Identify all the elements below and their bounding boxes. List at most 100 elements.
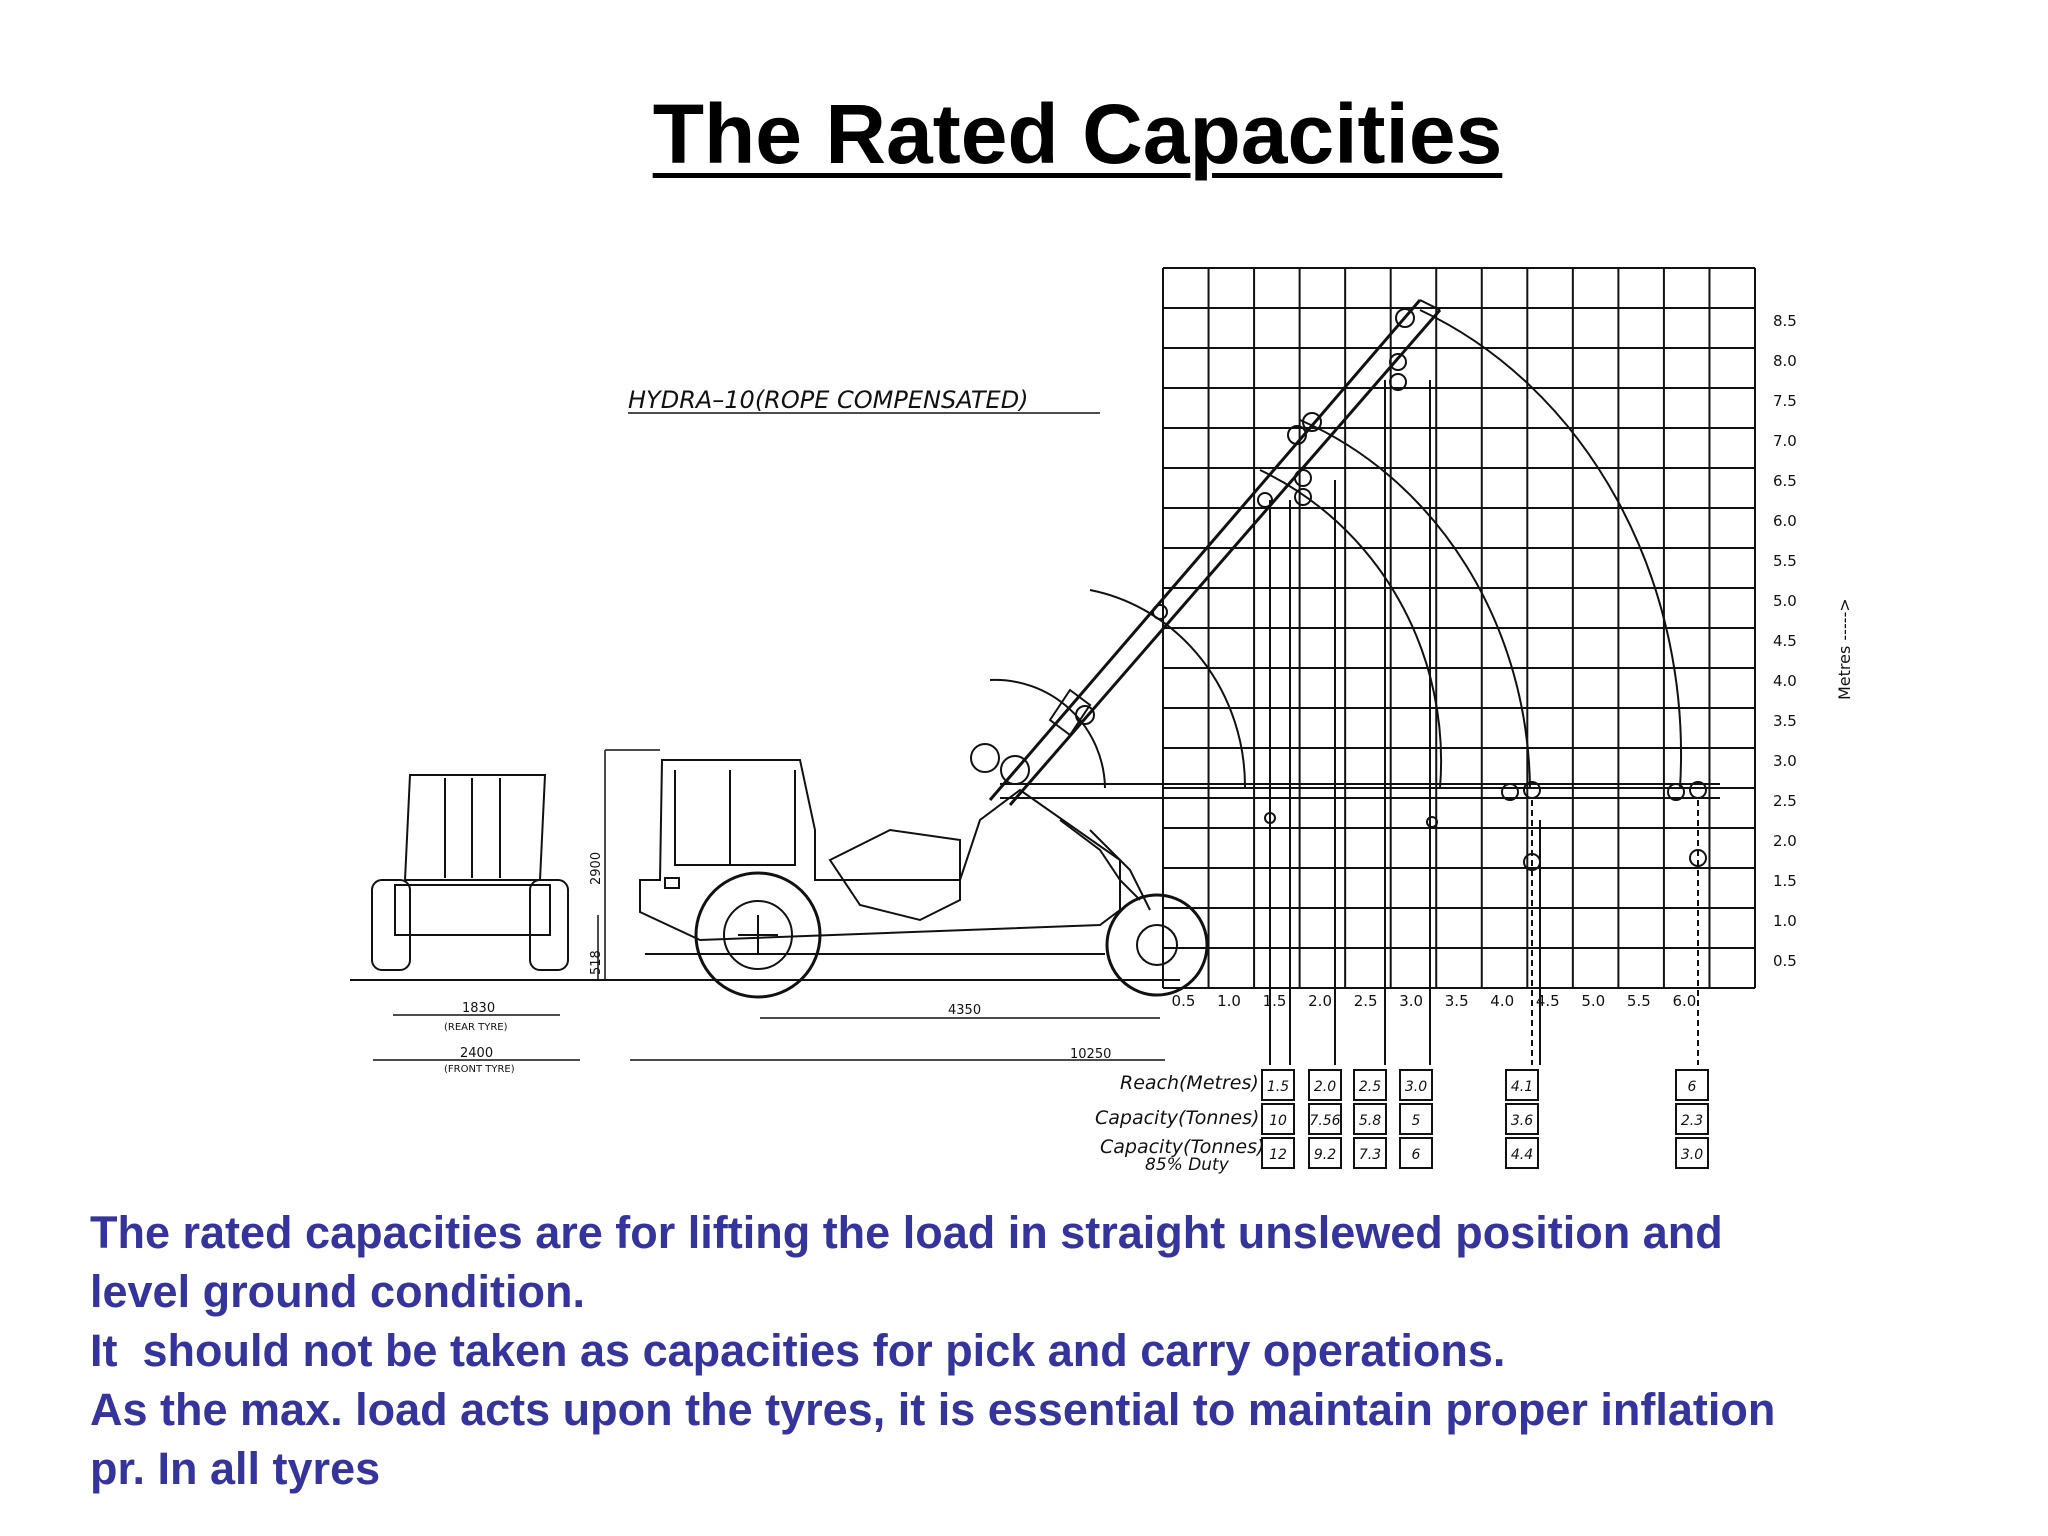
reach-cell: 1.5	[1267, 1079, 1289, 1095]
table-cell-border	[1308, 1069, 1342, 1101]
height-tick-label: 8.0	[1773, 352, 1797, 370]
table-cell-border	[1308, 1137, 1342, 1169]
height-tick-label: 2.0	[1773, 832, 1797, 850]
boom	[970, 299, 1442, 806]
capacity-cell: 10	[1269, 1113, 1287, 1129]
wheelbase: 4350	[948, 1003, 981, 1018]
table-cell-border	[1261, 1103, 1295, 1135]
model-label: HYDRA–10(ROPE COMPENSATED)	[628, 386, 1029, 414]
table-cell-border	[1675, 1069, 1709, 1101]
rear-tyre-width: 1830	[462, 1001, 495, 1016]
vehicle-front-view	[350, 774, 1180, 981]
row-label-duty: 85% Duty	[1145, 1155, 1230, 1175]
reach-tick-label: 5.0	[1581, 992, 1605, 1010]
table-cell-border	[1261, 1137, 1295, 1169]
height-tick-label: 3.5	[1773, 712, 1797, 730]
model-label-group: HYDRA–10(ROPE COMPENSATED)	[628, 386, 1100, 414]
reach-tick-label: 2.5	[1354, 992, 1378, 1010]
dimension-lines	[373, 749, 1165, 1061]
height-tick-label: 8.5	[1773, 312, 1797, 330]
reach-cell: 2.5	[1359, 1079, 1381, 1095]
reach-tick-label: 3.0	[1399, 992, 1423, 1010]
reach-tick-label: 3.5	[1445, 992, 1469, 1010]
caption-line: level ground condition.	[90, 1266, 585, 1317]
capacity-85-cell: 12	[1269, 1147, 1287, 1163]
dimension-labels: 1830 (REAR TYRE) 2400 (FRONT TYRE) 4350 …	[444, 852, 1111, 1075]
reach-cell: 4.1	[1511, 1079, 1533, 1095]
page-title: The Rated Capacities	[652, 87, 1503, 181]
front-tyre-width: 2400	[460, 1046, 493, 1061]
capacity-85-cell: 4.4	[1511, 1147, 1533, 1163]
capacity-cell: 5	[1412, 1113, 1421, 1129]
hooks	[1294, 353, 1707, 1065]
table-cell-border	[1675, 1103, 1709, 1135]
height-tick-label: 1.5	[1773, 872, 1797, 890]
height-tick-label: 5.5	[1773, 552, 1797, 570]
ground-clearance: 518	[589, 950, 604, 975]
height-tick-label: 4.5	[1773, 632, 1797, 650]
height-tick-label: 5.0	[1773, 592, 1797, 610]
table-cell-border	[1505, 1103, 1539, 1135]
reach-tick-label: 5.5	[1627, 992, 1651, 1010]
height-tick-label: 2.5	[1773, 792, 1797, 810]
capacity-table-cells	[1261, 1069, 1709, 1169]
capacity-85-cell: 7.3	[1359, 1147, 1381, 1163]
capacity-table-values: 1.5 10 12 2.0 7.56 9.2 2.5 5.8 7.3 3.0 5 6 4.1 3.6 4.4…	[1267, 1079, 1703, 1163]
capacity-cell: 5.8	[1359, 1113, 1381, 1129]
capacity-cell: 3.6	[1511, 1113, 1533, 1129]
vertical-unit-label: Metres ----->	[1835, 598, 1854, 700]
reach-tick-label: 0.5	[1172, 992, 1196, 1010]
table-cell-border	[1399, 1137, 1433, 1169]
height-tick-label: 3.0	[1773, 752, 1797, 770]
boom-arcs	[989, 309, 1683, 789]
reach-tick-label: 4.0	[1490, 992, 1514, 1010]
reach-tick-label: 2.0	[1308, 992, 1332, 1010]
table-cell-border	[1353, 1103, 1387, 1135]
rear-tyre-label: (REAR TYRE)	[444, 1022, 508, 1033]
horizontal-jib	[1000, 783, 1720, 828]
capacity-85-cell: 6	[1412, 1147, 1421, 1163]
height-dimension: 2900	[589, 852, 604, 885]
caption-line: It should not be taken as capacities for…	[90, 1325, 1506, 1376]
reach-cell: 6	[1688, 1079, 1697, 1095]
reach-height-grid	[1162, 267, 1756, 989]
reach-tick-labels: 0.5 1.0 1.5 2.0 2.5 3.0 3.5 4.0 4.5 5.0 5.5 6.0	[1172, 992, 1697, 1010]
vehicle-side-view	[639, 759, 1209, 999]
table-row-labels: Reach(Metres) Capacity(Tonnes) Capacity(…	[1095, 1072, 1264, 1175]
table-cell-border	[1353, 1137, 1387, 1169]
row-label-capacity: Capacity(Tonnes)	[1095, 1107, 1259, 1129]
reach-cell: 3.0	[1405, 1079, 1427, 1095]
table-cell-border	[1399, 1103, 1433, 1135]
row-label-reach: Reach(Metres)	[1120, 1072, 1259, 1094]
table-cell-border	[1505, 1069, 1539, 1101]
height-tick-labels: 0.5 1.0 1.5 2.0 2.5 3.0 3.5 4.0 4.5 5.0 5.5 6.0 6.5 7…	[1773, 312, 1797, 970]
table-cell-border	[1399, 1069, 1433, 1101]
caption-line: The rated capacities are for lifting the…	[90, 1207, 1723, 1258]
caption-line: pr. In all tyres	[90, 1443, 381, 1494]
capacity-85-cell: 3.0	[1681, 1147, 1703, 1163]
reach-cell: 2.0	[1314, 1079, 1336, 1095]
table-cell-border	[1308, 1103, 1342, 1135]
height-tick-label: 7.0	[1773, 432, 1797, 450]
height-tick-label: 0.5	[1773, 952, 1797, 970]
front-tyre-label: (FRONT TYRE)	[444, 1064, 515, 1075]
capacity-85-cell: 9.2	[1314, 1147, 1336, 1163]
table-cell-border	[1505, 1137, 1539, 1169]
reach-tick-label: 4.5	[1536, 992, 1560, 1010]
capacity-cell: 2.3	[1681, 1113, 1703, 1129]
height-tick-label: 6.5	[1773, 472, 1797, 490]
height-tick-label: 4.0	[1773, 672, 1797, 690]
height-tick-label: 6.0	[1773, 512, 1797, 530]
reach-tick-label: 6.0	[1672, 992, 1696, 1010]
row-label-capacity-85: Capacity(Tonnes)	[1100, 1136, 1264, 1158]
reach-tick-label: 1.0	[1217, 992, 1241, 1010]
overall-length: 10250	[1070, 1047, 1111, 1062]
reach-drop-lines	[1269, 380, 1541, 1065]
capacity-cell: 7.56	[1309, 1113, 1340, 1129]
reach-tick-label: 1.5	[1263, 992, 1287, 1010]
caption-text: The rated capacities are for lifting the…	[90, 1203, 1990, 1498]
caption-line: As the max. load acts upon the tyres, it…	[90, 1384, 1776, 1435]
height-tick-label: 1.0	[1773, 912, 1797, 930]
table-cell-border	[1675, 1137, 1709, 1169]
